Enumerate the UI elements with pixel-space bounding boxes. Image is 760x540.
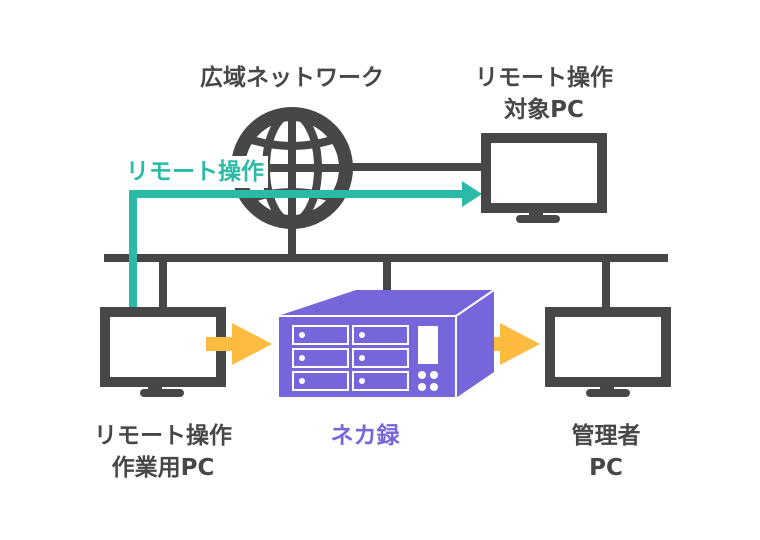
teal-line-horizontal [129,190,469,198]
admin-pc-label-line2: PC [589,455,623,481]
operator-pc-label-line2: 作業用PC [111,455,215,481]
teal-line-vertical [129,190,137,310]
nekaroku-server-icon [277,289,495,399]
remote-target-pc-label-line1: リモート操作 [475,65,613,91]
wan-label: 広域ネットワーク [200,65,384,91]
admin-pc-drop-line [602,258,610,310]
admin-pc-label-line1: 管理者 [571,423,641,449]
operator-pc-label-line1: リモート操作 [94,423,232,449]
orange-arrow-operator-to-server [206,323,272,365]
remote-op-flow-label: リモート操作 [126,156,268,188]
remote-target-pc-monitor-icon [481,133,607,223]
operator-pc-drop-line [159,258,167,310]
nekaroku-label: ネカ録 [330,423,400,449]
server-drop-line [383,258,391,290]
orange-arrow-server-to-admin [472,323,540,365]
teal-arrowhead [462,181,482,207]
wan-to-target-line [340,163,486,171]
remote-target-pc-label-line2: 対象PC [504,97,584,123]
remote-op-flow-arrow [129,181,482,310]
wan-to-bus-line [288,228,296,258]
admin-pc-monitor-icon [545,307,671,397]
operator-pc-monitor-icon [100,307,226,397]
